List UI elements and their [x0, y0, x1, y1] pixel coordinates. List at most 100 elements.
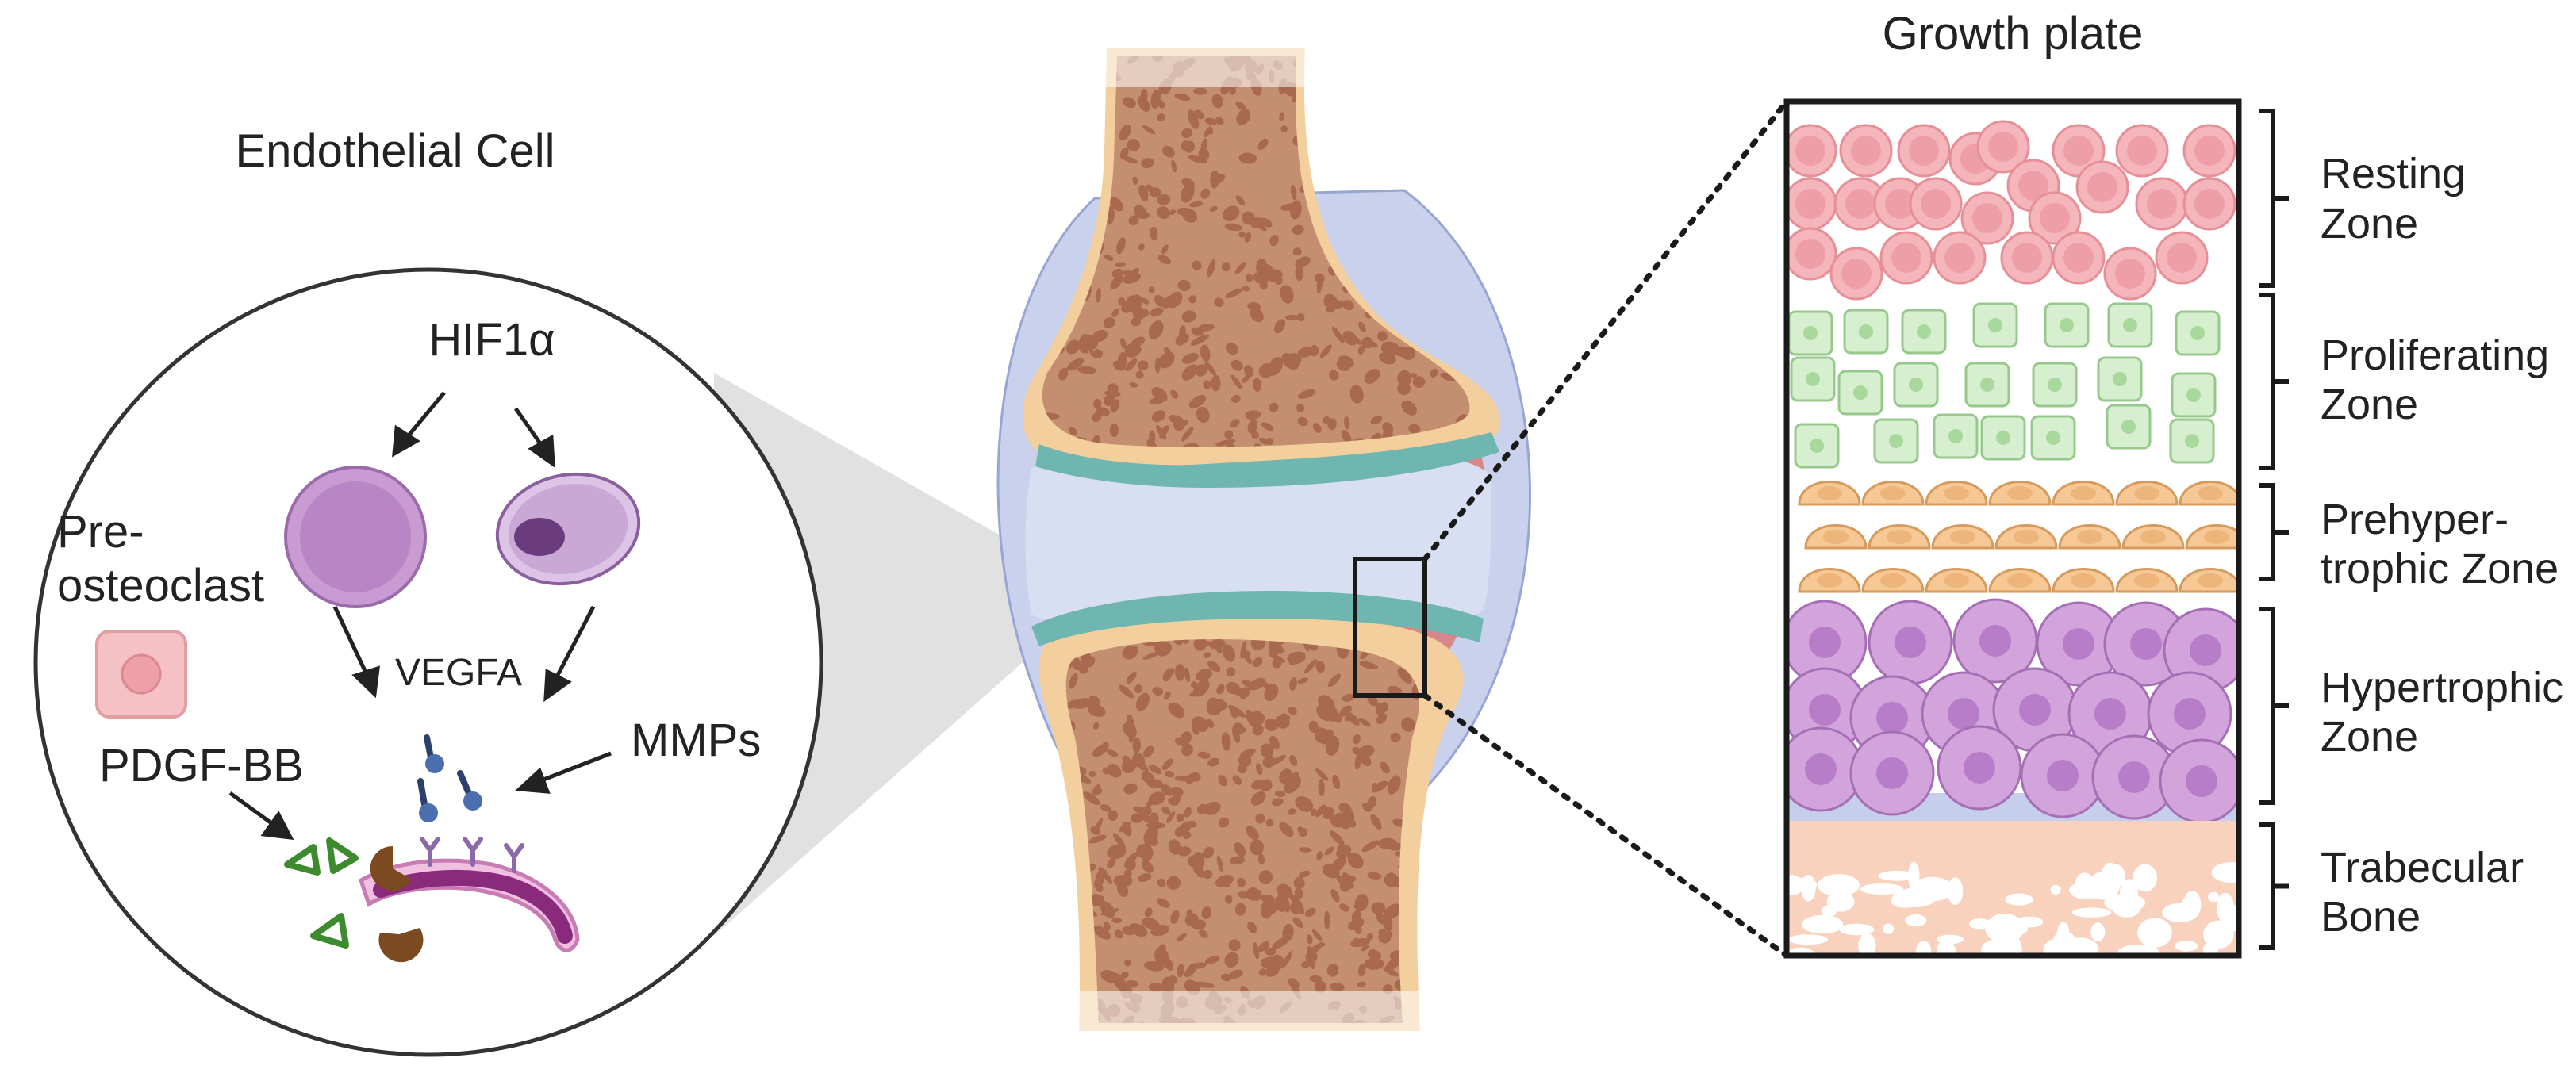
- bone-pore: [1342, 693, 1355, 702]
- bone-pore: [1210, 173, 1226, 185]
- bone-pore: [1354, 894, 1369, 912]
- bone-pore: [1261, 422, 1274, 431]
- proliferating-cell-nucleus: [1988, 318, 2002, 332]
- zone-brackets: [2259, 109, 2289, 950]
- bone-pore: [1196, 364, 1207, 377]
- resting-zone-cells: [1787, 120, 2236, 301]
- bone-pore: [1329, 175, 1336, 182]
- bone-pore: [1122, 272, 1142, 284]
- bone-pore: [1323, 154, 1337, 162]
- bone-pore: [1466, 227, 1470, 246]
- bone-pore: [1419, 937, 1437, 953]
- bone-pore: [1114, 929, 1123, 939]
- bone-pore: [1042, 59, 1053, 75]
- bone-pore: [1377, 837, 1398, 849]
- hypertrophic-nucleus: [1805, 753, 1837, 785]
- bone-pore: [1248, 677, 1266, 691]
- trabecular-hole: [2202, 941, 2218, 956]
- resting-cell-nucleus: [1891, 243, 1921, 273]
- bone-pore: [1208, 639, 1226, 650]
- proliferating-cell-nucleus: [2046, 431, 2060, 445]
- hif1a-arrows: [392, 391, 555, 469]
- bone-pore: [1133, 205, 1146, 218]
- bone-pore: [1174, 93, 1191, 102]
- proliferating-cell-nucleus: [1810, 439, 1824, 453]
- bone-pore: [1314, 126, 1331, 140]
- bone-pore: [1354, 926, 1362, 934]
- bone-pore: [1290, 184, 1297, 201]
- femur-top-fade: [1095, 32, 1325, 87]
- bone-pore: [1226, 443, 1236, 447]
- bone-pore: [1123, 722, 1137, 738]
- bone-pore: [1100, 908, 1120, 916]
- bone-pore: [1196, 668, 1213, 682]
- bone-pore: [1316, 92, 1337, 105]
- bone-pore: [1166, 811, 1176, 823]
- bone-pore: [1069, 427, 1077, 436]
- bone-pore: [1151, 386, 1168, 402]
- bone-pore: [1304, 907, 1316, 918]
- bone-pore: [1174, 664, 1185, 681]
- receptors: [420, 837, 524, 873]
- trabecular-hole: [1818, 874, 1860, 897]
- bone-pore: [1465, 213, 1470, 231]
- bone-pore: [1162, 668, 1173, 682]
- bone-pore: [1370, 814, 1382, 830]
- trabecular-hole: [1916, 941, 1932, 956]
- resting-cell-nucleus: [1795, 136, 1825, 166]
- knee-joint: [996, 32, 1531, 1039]
- bone-pore: [1207, 126, 1214, 135]
- bone-pore: [1070, 951, 1079, 962]
- bone-pore: [1224, 895, 1233, 904]
- bone-pore: [1116, 236, 1126, 255]
- bone-pore: [1371, 902, 1386, 914]
- bone-pore: [1121, 301, 1134, 313]
- bone-pore: [1164, 347, 1171, 355]
- bone-pore: [1272, 937, 1290, 949]
- bone-pore: [1102, 767, 1112, 775]
- proliferating-cell-nucleus: [1948, 429, 1963, 443]
- bone-pore: [1170, 389, 1179, 399]
- bone-pore: [1326, 303, 1335, 313]
- bone-pore: [1463, 155, 1470, 166]
- bone-pore: [1042, 116, 1047, 128]
- bone-pore: [1193, 87, 1207, 95]
- bone-pore: [1239, 748, 1256, 759]
- bone-pore: [1408, 424, 1421, 434]
- zone-label-trabecular-2: Bone: [2321, 893, 2421, 941]
- bone-pore: [1116, 883, 1129, 898]
- bone-pore: [1135, 692, 1150, 711]
- bone-pore: [1358, 321, 1366, 333]
- bone-pore: [1134, 684, 1142, 694]
- bone-pore: [1315, 148, 1328, 159]
- bone-pore: [1282, 923, 1294, 941]
- bone-pore: [1416, 964, 1419, 973]
- bone-pore: [1224, 952, 1239, 968]
- bone-pore: [1120, 972, 1129, 979]
- zone-bracket: [2259, 607, 2289, 805]
- bone-pore: [1387, 685, 1402, 696]
- bone-pore: [1204, 362, 1217, 376]
- zone-label-trabecular-1: Trabecular: [2321, 844, 2524, 891]
- bone-pore: [1146, 779, 1163, 788]
- bone-pore: [1065, 941, 1074, 952]
- bone-pore: [1125, 979, 1138, 987]
- bone-pore: [1188, 820, 1197, 828]
- bone-pore: [1292, 224, 1304, 236]
- hypertrophic-nucleus: [1964, 752, 1995, 784]
- trabecular-hole: [1839, 923, 1875, 936]
- bone-pore: [1253, 272, 1269, 285]
- bone-pore: [1152, 687, 1164, 696]
- trabecular-hole: [1787, 934, 1829, 945]
- bone-pore: [1399, 151, 1409, 159]
- bone-pore: [1079, 118, 1096, 137]
- resting-cell-nucleus: [2087, 172, 2117, 202]
- bone-pore: [1069, 673, 1078, 689]
- bone-pore: [1377, 331, 1388, 342]
- bone-pore: [1307, 934, 1313, 945]
- purple-round-cell: [284, 466, 427, 608]
- bone-pore: [1336, 845, 1352, 859]
- bone-pore: [1148, 286, 1155, 293]
- hypertrophic-nucleus: [2186, 765, 2217, 797]
- prehypertrophic-nucleus: [1823, 530, 1849, 544]
